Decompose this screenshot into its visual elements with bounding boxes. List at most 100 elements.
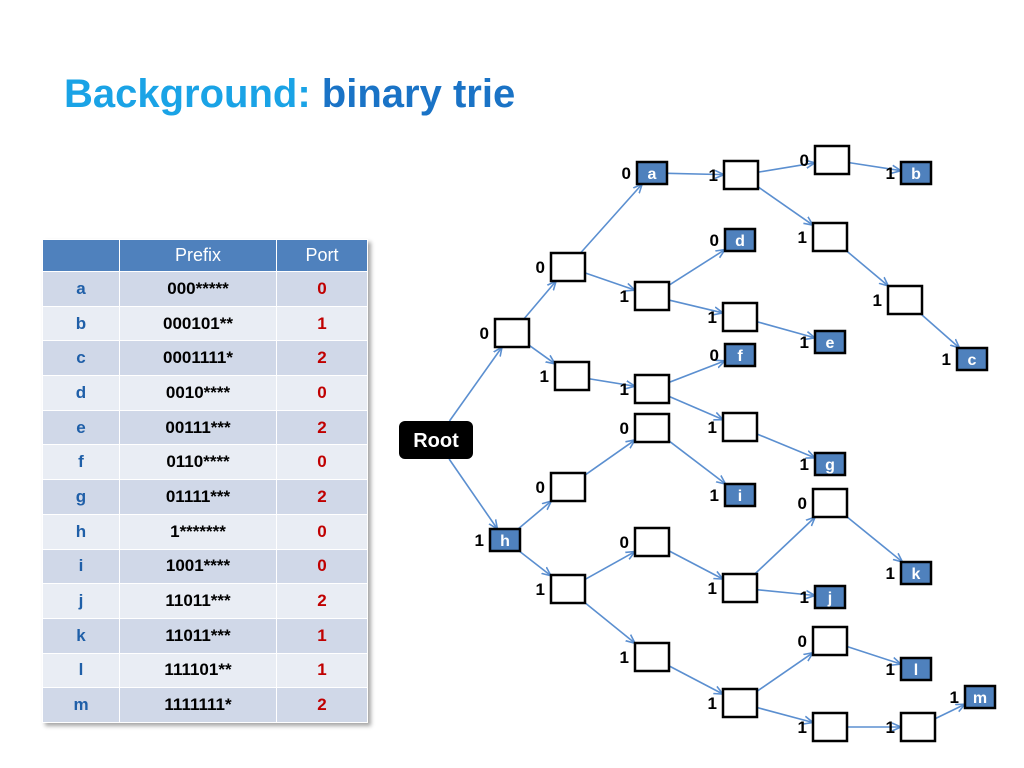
- trie-edge: [668, 395, 723, 419]
- cell-name: a: [42, 271, 120, 307]
- node-label: a: [648, 166, 657, 183]
- cell-prefix: 1*******: [119, 513, 277, 550]
- node-box: [549, 573, 587, 605]
- edge-bit-label: 1: [620, 287, 629, 306]
- node-box: [549, 251, 587, 283]
- root-node: Root: [399, 421, 473, 459]
- node-box: [723, 227, 757, 253]
- trie-node: 1: [708, 411, 759, 443]
- cell-port: 0: [276, 444, 368, 481]
- edge-bit-label: 1: [708, 579, 717, 598]
- edge-bit-label: 1: [710, 486, 719, 505]
- node-box: [899, 560, 933, 586]
- root-box: [399, 421, 473, 459]
- cell-prefix: 11011***: [119, 583, 277, 619]
- cell-prefix: 00111***: [119, 409, 277, 446]
- edge-bit-label: 1: [708, 418, 717, 437]
- trie-node: 0: [800, 144, 851, 176]
- table-header-row: Prefix Port: [42, 239, 368, 272]
- header-prefix: Prefix: [119, 239, 277, 272]
- prefix-node-b: b1: [886, 160, 933, 186]
- trie-node: 1: [540, 360, 591, 392]
- trie-edge: [523, 281, 556, 320]
- header-port: Port: [276, 239, 368, 272]
- edge-bit-label: 1: [942, 350, 951, 369]
- trie-node: 1: [886, 711, 937, 743]
- edge-bit-label: 1: [886, 164, 895, 183]
- node-label: d: [735, 233, 745, 250]
- cell-port: 0: [276, 548, 368, 585]
- cell-prefix: 0010****: [119, 375, 277, 411]
- trie-edge: [588, 377, 635, 386]
- node-label: l: [914, 662, 918, 679]
- trie-edge: [757, 163, 815, 173]
- node-box: [813, 144, 851, 176]
- trie-node: 1: [709, 159, 760, 191]
- prefix-node-i: i1: [710, 482, 757, 508]
- trie-node: 0: [536, 471, 587, 503]
- cell-name: l: [42, 652, 120, 689]
- node-box: [721, 411, 759, 443]
- node-box: [886, 284, 924, 316]
- cell-port: 2: [276, 409, 368, 446]
- edge-bit-label: 1: [798, 718, 807, 737]
- edge-bit-label: 1: [708, 694, 717, 713]
- cell-port: 0: [276, 271, 368, 307]
- prefix-node-a: a0: [622, 160, 669, 186]
- trie-edge: [920, 313, 960, 348]
- trie-edge: [584, 552, 635, 581]
- edge-bit-label: 1: [536, 580, 545, 599]
- trie-edge: [448, 347, 502, 422]
- prefix-node-l: l1: [886, 656, 933, 682]
- trie-node: 0: [536, 251, 587, 283]
- trie-edge: [517, 501, 551, 530]
- cell-prefix: 01111***: [119, 479, 277, 515]
- trie-node: 1: [873, 284, 924, 316]
- edge-bit-label: 1: [800, 588, 809, 607]
- trie-edge: [668, 361, 725, 384]
- edge-bit-label: 1: [709, 166, 718, 185]
- cell-prefix: 111101**: [119, 652, 277, 689]
- node-box: [721, 301, 759, 333]
- trie-edge: [448, 458, 497, 529]
- prefix-node-k: k1: [886, 560, 933, 586]
- edge-bit-label: 1: [620, 380, 629, 399]
- node-box: [899, 656, 933, 682]
- prefix-node-f: f0: [710, 342, 757, 368]
- trie-edge: [756, 588, 815, 596]
- cell-port: 0: [276, 375, 368, 411]
- edge-bit-label: 1: [800, 455, 809, 474]
- cell-port: 2: [276, 479, 368, 515]
- node-box: [899, 160, 933, 186]
- cell-prefix: 000*****: [119, 271, 277, 307]
- cell-name: i: [42, 548, 120, 585]
- prefix-node-m: m1: [950, 684, 997, 710]
- edge-bit-label: 1: [798, 228, 807, 247]
- node-box: [635, 160, 669, 186]
- edge-bit-label: 1: [708, 308, 717, 327]
- node-box: [549, 471, 587, 503]
- node-box: [633, 526, 671, 558]
- node-box: [721, 687, 759, 719]
- trie-edge: [584, 440, 635, 476]
- cell-port: 1: [276, 617, 368, 654]
- cell-prefix: 0001111*: [119, 340, 277, 377]
- trie-node: 0: [798, 625, 849, 657]
- trie-edge: [846, 645, 901, 665]
- trie-edge: [668, 440, 726, 484]
- edge-bit-label: 1: [620, 648, 629, 667]
- trie-node: 1: [798, 221, 849, 253]
- node-box: [722, 159, 760, 191]
- cell-prefix: 000101**: [119, 305, 277, 342]
- node-box: [813, 451, 847, 477]
- node-box: [811, 487, 849, 519]
- cell-prefix: 0110****: [119, 444, 277, 481]
- node-box: [493, 317, 531, 349]
